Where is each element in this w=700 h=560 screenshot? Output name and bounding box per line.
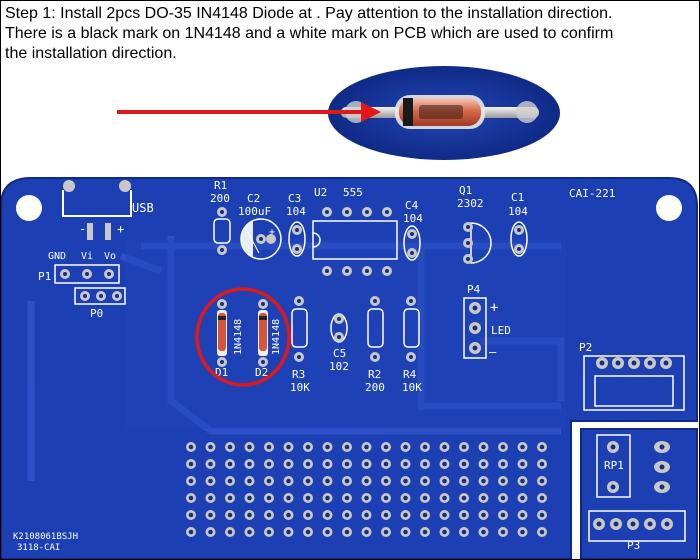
p0-label: P0 <box>90 307 103 320</box>
c2-value: 100uF <box>238 205 271 218</box>
prototype-pad-grid <box>185 442 556 544</box>
c1-label: C1 <box>511 191 524 204</box>
instruction-text: Step 1: Install 2pcs DO-35 IN4148 Diode … <box>5 4 695 64</box>
capacitor-c1: C1 104 <box>508 191 528 257</box>
r1-value: 200 <box>210 192 230 205</box>
p3-label: P3 <box>627 539 640 552</box>
resistor-r3: R3 10K <box>290 296 310 394</box>
u2-value: 555 <box>343 186 363 199</box>
u2-label: U2 <box>314 186 327 199</box>
instruction-line-3: the installation direction. <box>5 45 177 62</box>
capacitor-c4: C4 104 <box>403 199 423 261</box>
r4-label: R4 <box>403 368 417 381</box>
c5-value: 102 <box>329 360 349 373</box>
d2-part-label: 1N4148 <box>271 319 282 355</box>
header-p3: P3 <box>588 510 686 552</box>
rp1-label: RP1 <box>604 459 624 472</box>
r4-value: 10K <box>402 381 422 394</box>
c1-value: 104 <box>508 205 528 218</box>
diode-d2: 1N4148 D2 <box>255 299 282 379</box>
gnd-label: GND <box>48 251 66 262</box>
pcb-sub-board <box>580 428 698 559</box>
d1-part-label: 1N4148 <box>233 319 244 355</box>
direction-arrow <box>117 102 381 122</box>
q1-label: Q1 <box>459 184 472 197</box>
board-code: 3118-CAI <box>17 543 60 553</box>
vo-label: Vo <box>104 251 116 262</box>
transistor-q1: Q1 2302 <box>457 184 492 264</box>
c4-label: C4 <box>405 199 419 212</box>
instruction-line-1: Step 1: Install 2pcs DO-35 IN4148 Diode … <box>5 5 613 22</box>
resistor-r4: R4 10K <box>402 296 422 394</box>
header-p0: P0 <box>74 287 126 320</box>
d2-label: D2 <box>255 366 268 379</box>
vi-label: Vi <box>81 251 93 262</box>
mount-hole <box>16 195 42 221</box>
serial-code: K2108061BSJH <box>13 532 78 542</box>
svg-text:+: + <box>269 227 275 238</box>
r2-label: R2 <box>368 368 381 381</box>
usb-minus-label: - <box>79 222 86 236</box>
resistor-r1: R1 200 <box>210 179 231 255</box>
header-p2: P2 <box>579 341 685 411</box>
c2-label: C2 <box>247 192 260 205</box>
mount-hole <box>656 195 682 221</box>
instruction-line-2: There is a black mark on 1N4148 and a wh… <box>5 25 614 42</box>
usb-connector: USB - + <box>62 180 154 240</box>
header-p1: GND Vi Vo P1 <box>38 251 120 284</box>
c4-value: 104 <box>403 212 423 225</box>
r1-label: R1 <box>214 179 227 192</box>
c3-label: C3 <box>288 192 301 205</box>
p4-plus-label: + <box>490 300 498 316</box>
r2-value: 200 <box>365 381 385 394</box>
c3-value: 104 <box>286 205 306 218</box>
usb-label: USB <box>132 201 154 215</box>
ic-u2: U2 555 <box>312 186 398 276</box>
capacitor-c5: C5 102 <box>329 313 349 373</box>
r3-value: 10K <box>290 381 310 394</box>
resistor-pack-rp1: RP1 <box>596 434 670 498</box>
diode-highlight-circle <box>195 287 291 387</box>
p2-label: P2 <box>579 341 592 354</box>
diode-d1: 1N4148 D1 <box>215 299 244 379</box>
p4-label: P4 <box>467 283 481 296</box>
p4-minus-label: — <box>489 345 497 359</box>
capacitor-c2: C2 100uF + <box>238 192 282 260</box>
q1-value: 2302 <box>457 197 484 210</box>
capacitor-c3: C3 104 <box>286 192 306 257</box>
header-p4: P4 + LED — <box>463 283 511 359</box>
p1-label: P1 <box>38 270 51 283</box>
led-label: LED <box>491 324 511 337</box>
usb-plus-label: + <box>117 222 124 236</box>
c5-label: C5 <box>333 347 346 360</box>
r3-label: R3 <box>292 368 305 381</box>
board-name: CAI-221 <box>569 187 615 200</box>
resistor-r2: R2 200 <box>365 296 385 394</box>
